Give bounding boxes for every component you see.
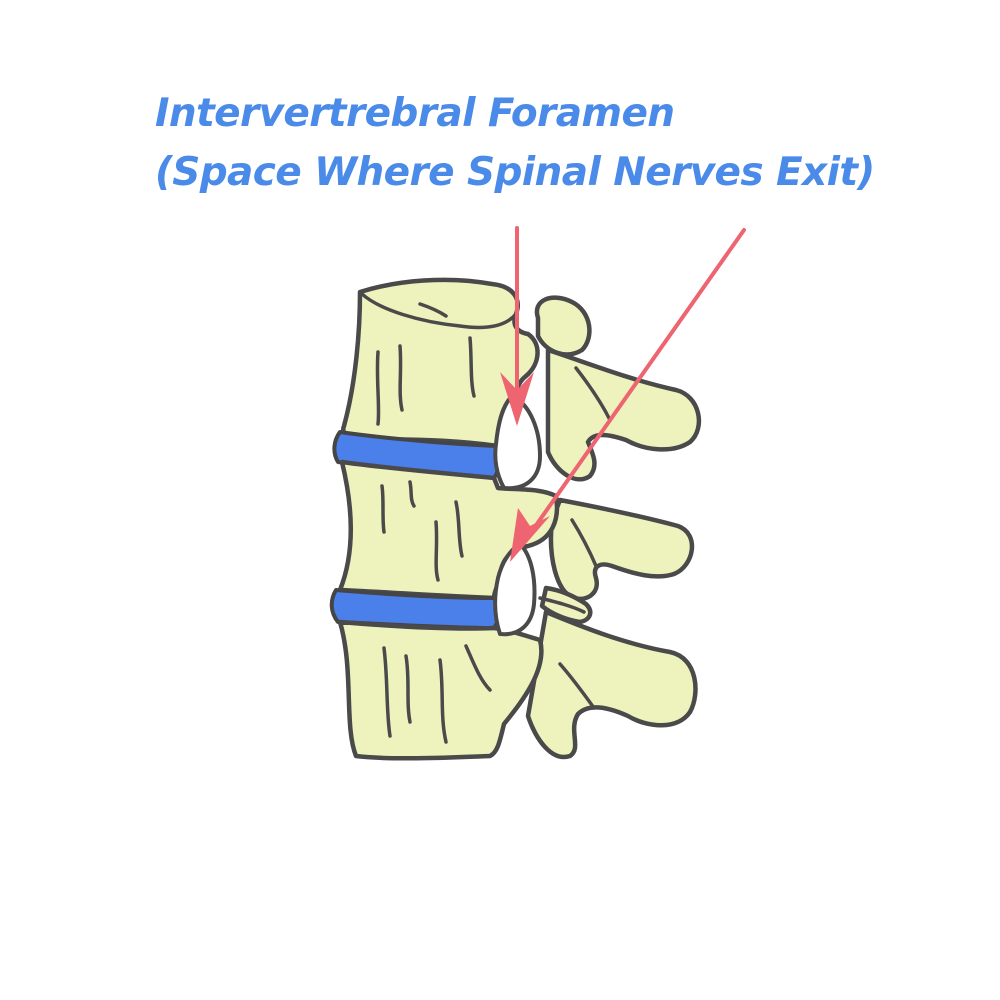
- pointer-arrow-upper-foramen: [500, 226, 534, 426]
- transverse-process-bottom: [525, 609, 698, 760]
- end-plate-rim-top: [360, 292, 518, 330]
- transverse-process-middle: [548, 497, 695, 602]
- caption-subtitle: (Space Where Spinal Nerves Exit): [155, 150, 875, 195]
- intervertebral-foramen-lower: [493, 542, 537, 637]
- bone-texture-strokes: [375, 302, 612, 744]
- transverse-process-top: [545, 347, 702, 482]
- pointer-arrow-lower-foramen: [510, 228, 746, 562]
- superior-articular-process-top: [534, 295, 592, 357]
- caption-title: Intervertrebral Foramen: [155, 91, 675, 136]
- intervertebral-foramen-upper: [493, 394, 542, 491]
- diagram-caption: Intervertrebral Foramen (Space Where Spi…: [155, 84, 955, 202]
